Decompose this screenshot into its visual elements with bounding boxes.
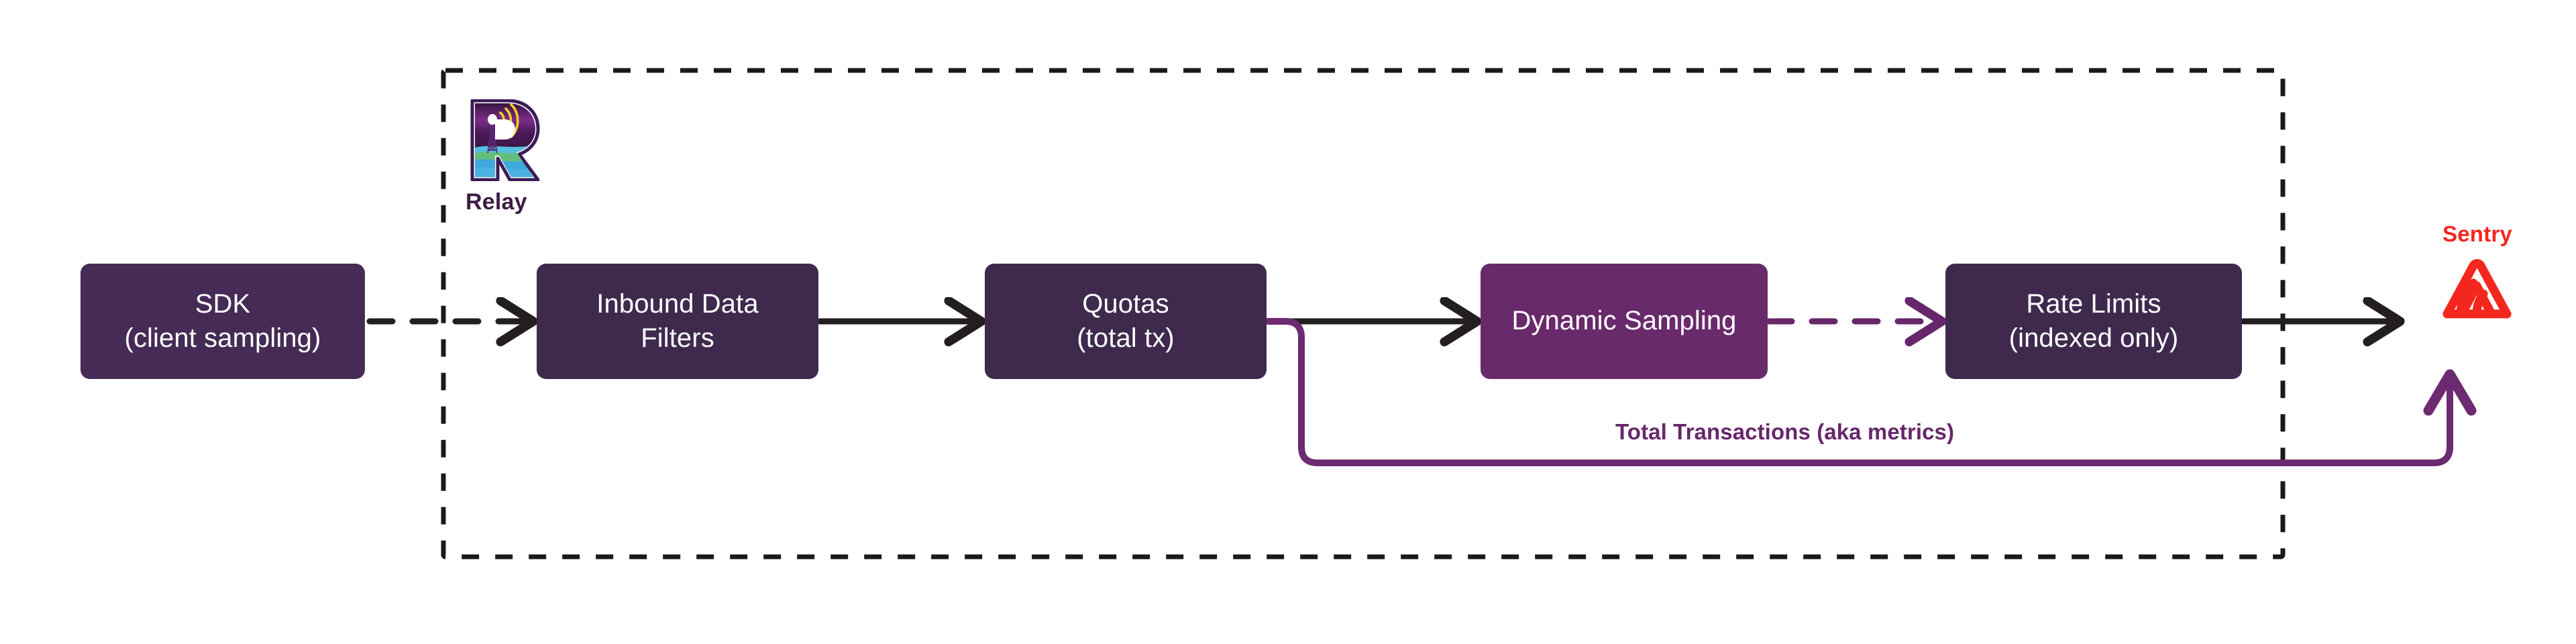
node-quotas-line1: Quotas	[1082, 288, 1169, 319]
node-ratelimits-line1: Rate Limits	[2026, 288, 2161, 319]
node-filters-line1: Inbound Data	[596, 288, 759, 319]
node-quotas[interactable]: Quotas (total tx)	[985, 264, 1267, 379]
relay-label: Relay	[466, 189, 527, 215]
node-dynamic-sampling[interactable]: Dynamic Sampling	[1481, 264, 1768, 379]
node-sdk-line1: SDK	[195, 288, 251, 319]
sentry-group: Sentry	[2407, 221, 2548, 376]
node-rate-limits[interactable]: Rate Limits (indexed only)	[1945, 264, 2242, 379]
node-ratelimits-line2: (indexed only)	[2008, 323, 2179, 353]
node-inbound-data-filters[interactable]: Inbound Data Filters	[537, 264, 818, 379]
relay-group: Relay	[466, 99, 586, 227]
node-filters-line2: Filters	[641, 323, 714, 353]
sentry-label: Sentry	[2443, 221, 2512, 246]
node-dynamic-line1: Dynamic Sampling	[1511, 306, 1737, 336]
node-quotas-line2: (total tx)	[1077, 323, 1175, 353]
sentry-logo-icon	[2443, 259, 2512, 319]
node-sdk[interactable]: SDK (client sampling)	[80, 264, 365, 379]
relay-logo-icon	[470, 99, 540, 181]
node-sdk-line2: (client sampling)	[124, 323, 321, 353]
metrics-edge-label: Total Transactions (aka metrics)	[1615, 419, 1955, 444]
